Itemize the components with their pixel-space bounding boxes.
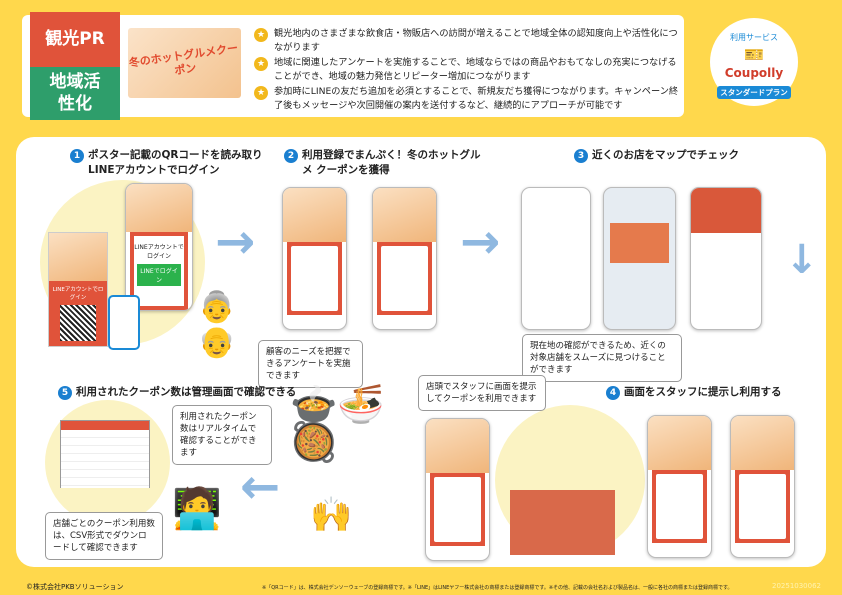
- star-icon: ★: [254, 57, 268, 71]
- callout-map: 現在地の確認ができるため、近くの対象店舗をスムーズに見つけることができます: [522, 334, 682, 382]
- poster-text: LINEアカウントでログイン: [52, 287, 104, 301]
- callout-csv: 店舗ごとのクーポン利用数は、CSV形式でダウンロードして確認できます: [45, 512, 163, 560]
- step-number: 4: [606, 386, 620, 400]
- hero-image: 冬のホットグルメクーポン: [128, 28, 241, 98]
- phone-login-screen: LINEアカウントでログイン LINEでログイン: [125, 183, 193, 311]
- shop-counter: [510, 490, 615, 555]
- service-badge: 利用サービス 🎫 Coupolly スタンダードプラン: [710, 18, 798, 106]
- document-code: 20251030062: [772, 582, 821, 590]
- phone-survey-screen: [282, 187, 347, 330]
- phone-shop-list-screen: [521, 187, 591, 330]
- star-icon: ★: [254, 28, 268, 42]
- arrow-down-icon: ↓: [785, 237, 819, 283]
- admin-dashboard: [60, 420, 150, 488]
- step-text: 画面をスタッフに提示し利用する: [624, 386, 782, 398]
- benefit-item: ★ 地域に関連したアンケートを実施することで、地域ならではの商品やおもてなしの充実…: [254, 56, 679, 84]
- benefit-text: 参加時にLINEの友だち追加を必須とすることで、新規友だち獲得につながります。キ…: [274, 86, 679, 111]
- trademark-notice: ※「QRコード」は、株式会社デンソーウェーブの登録商標です。※「LINE」はLI…: [262, 585, 733, 591]
- step-number: 1: [70, 149, 84, 163]
- office-worker-illustration: 🧑‍💻: [172, 486, 222, 532]
- step-text: ポスター記載のQRコードを読み取り LINEアカウントでログイン: [88, 149, 263, 176]
- poster: LINEアカウントでログイン: [48, 232, 108, 347]
- callout-staff: 店頭でスタッフに画面を提示してクーポンを利用できます: [418, 375, 546, 411]
- smartphone-scanning: [108, 295, 140, 350]
- phone-shop-detail-screen: [690, 187, 762, 330]
- step-text: 利用されたクーポン数は管理画面で確認できる: [76, 386, 297, 398]
- service-label: 利用サービス: [730, 33, 778, 42]
- step-number: 5: [58, 386, 72, 400]
- copyright: ©株式会社PKBソリューション: [26, 583, 124, 591]
- step-text: 近くのお店をマップでチェック: [592, 149, 739, 161]
- phone-coupon-used-screen: [425, 418, 490, 561]
- hero-title: 冬のホットグルメクーポン: [128, 41, 239, 78]
- phone-coupon-list-screen: [372, 187, 437, 330]
- arrow-right-icon: →: [460, 214, 501, 270]
- crowd-illustration: 🙌: [310, 495, 353, 535]
- benefit-text: 観光地内のさまざまな飲食店・物販店への訪問が増えることで地域全体の認知度向上や活…: [274, 28, 678, 53]
- people-illustration: 👵👴: [198, 290, 236, 360]
- line-login-button[interactable]: LINEでログイン: [137, 263, 181, 286]
- benefit-list: ★ 観光地内のさまざまな飲食店・物販店への訪問が増えることで地域全体の認知度向上や…: [254, 27, 679, 114]
- arrow-right-icon: →: [215, 214, 256, 270]
- ticket-icon: 🎫: [744, 45, 764, 64]
- brand-name: Coupolly: [724, 66, 784, 80]
- step-1-title: 1 ポスター記載のQRコードを読み取り LINEアカウントでログイン: [70, 148, 270, 178]
- coupon-banner: [126, 184, 192, 232]
- step-number: 3: [574, 149, 588, 163]
- step-text: 利用登録でまんぷく！冬のホットグルメ クーポンを獲得: [302, 149, 481, 176]
- callout-realtime: 利用されたクーポン数はリアルタイムで確認することができます: [172, 405, 272, 465]
- phone-coupon-list-screen: [730, 415, 795, 558]
- shop-photo: [610, 223, 669, 263]
- arrow-left-icon: ←: [240, 459, 281, 515]
- phone-coupon-detail-screen: [647, 415, 712, 558]
- step-number: 2: [284, 149, 298, 163]
- step-2-title: 2 利用登録でまんぷく！冬のホットグルメ クーポンを獲得: [284, 148, 484, 178]
- tag-tourism: 観光PR: [30, 12, 120, 67]
- callout-survey: 顧客のニーズを把握できるアンケートを実施できます: [258, 340, 363, 388]
- benefit-item: ★ 観光地内のさまざまな飲食店・物販店への訪問が増えることで地域全体の認知度向上や…: [254, 27, 679, 55]
- star-icon: ★: [254, 86, 268, 100]
- tag-region: 地域活性化: [30, 67, 120, 120]
- benefit-text: 地域に関連したアンケートを実施することで、地域ならではの商品やおもてなしの充実に…: [274, 57, 677, 82]
- hot-food-illustration: 🍲🍜🥘: [290, 382, 385, 464]
- login-text: LINEアカウントでログイン: [134, 243, 184, 260]
- benefit-item: ★ 参加時にLINEの友だち追加を必須とすることで、新規友だち獲得につながります。…: [254, 85, 679, 113]
- step-5-title: 5 利用されたクーポン数は管理画面で確認できる: [58, 385, 308, 400]
- step-4-title: 4 画面をスタッフに提示し利用する: [606, 385, 806, 400]
- plan-name: スタンダードプラン: [717, 86, 791, 99]
- qr-code: [60, 305, 96, 341]
- phone-map-screen: [603, 187, 676, 330]
- step-3-title: 3 近くのお店をマップでチェック: [574, 148, 774, 163]
